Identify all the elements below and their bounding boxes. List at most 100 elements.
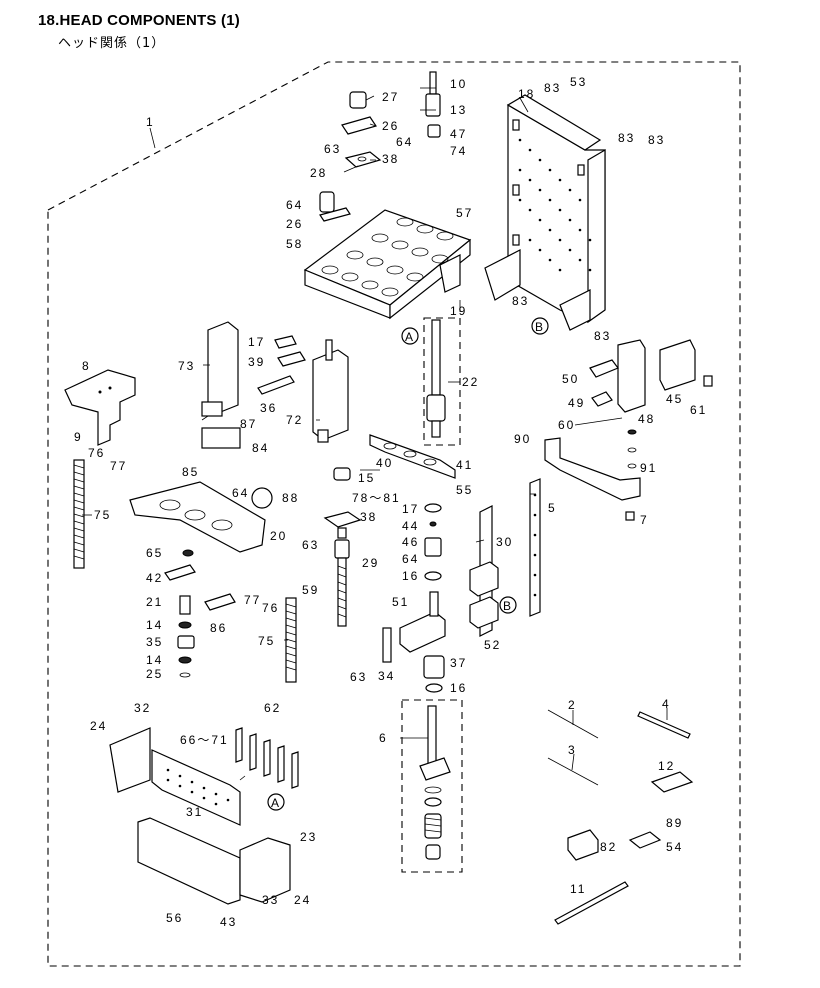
page-subtitle: ヘッド関係（1） — [58, 36, 166, 51]
part-label-19: 19 — [450, 304, 467, 318]
cylinders-illustration — [201, 321, 349, 443]
part-label-82: 82 — [600, 840, 617, 854]
part-label-60: 60 — [558, 418, 575, 432]
callout-a-top: A — [401, 327, 419, 345]
part-label-14a: 14 — [146, 618, 163, 632]
part-label-43: 43 — [220, 915, 237, 929]
part-label-16b: 16 — [450, 681, 467, 695]
part-label-50: 50 — [562, 372, 579, 386]
part-label-32: 32 — [134, 701, 151, 715]
part-label-55: 55 — [456, 483, 473, 497]
part-label-9: 9 — [74, 430, 83, 444]
part-label-86: 86 — [210, 621, 227, 635]
part-label-14b: 14 — [146, 653, 163, 667]
part-label-44: 44 — [402, 519, 419, 533]
part-label-83c: 83 — [648, 133, 665, 147]
part-label-88: 88 — [282, 491, 299, 505]
part-label-61: 61 — [690, 403, 707, 417]
spline-shaft-illustration — [423, 317, 461, 446]
part-label-38b: 38 — [360, 510, 377, 524]
part-label-83e: 83 — [594, 329, 611, 343]
part-label-65: 65 — [146, 546, 163, 560]
part-label-45: 45 — [666, 392, 683, 406]
part-label-64c: 64 — [232, 486, 249, 500]
part-label-17b: 17 — [402, 502, 419, 516]
part-label-27: 27 — [382, 90, 399, 104]
part-label-22: 22 — [462, 375, 479, 389]
callout-a-bottom-label: A — [271, 796, 281, 810]
upper-small-parts — [319, 71, 441, 222]
center-stack-parts — [382, 503, 446, 693]
part-label-12: 12 — [658, 759, 675, 773]
part-label-13: 13 — [450, 103, 467, 117]
part-label-18: 18 — [518, 87, 535, 101]
part-label-51: 51 — [392, 595, 409, 609]
center-column-parts — [323, 434, 456, 627]
part-label-16a: 16 — [402, 569, 419, 583]
air-cylinder-illustration — [544, 339, 713, 521]
part-label-2: 2 — [568, 698, 577, 712]
part-label-89: 89 — [666, 816, 683, 830]
part-label-48: 48 — [638, 412, 655, 426]
part-label-62: 62 — [264, 701, 281, 715]
callout-b-top-label: B — [535, 320, 545, 334]
part-label-37: 37 — [450, 656, 467, 670]
callout-b-mid-label: B — [503, 599, 513, 613]
part-label-78-81: 78〜81 — [352, 491, 401, 505]
callout-b-mid: B — [499, 596, 517, 614]
part-label-63b: 63 — [302, 538, 319, 552]
part-label-11: 11 — [570, 882, 586, 896]
part-label-41: 41 — [456, 458, 473, 472]
part-label-26a: 26 — [382, 119, 399, 133]
part-label-29: 29 — [362, 556, 379, 570]
part-label-84: 84 — [252, 441, 269, 455]
part-label-30: 30 — [496, 535, 513, 549]
part-label-83a: 83 — [544, 81, 561, 95]
part-label-3: 3 — [568, 743, 577, 757]
part-label-76a: 76 — [88, 446, 105, 460]
part-label-49: 49 — [568, 396, 585, 410]
left-bracket-illustration — [64, 369, 136, 446]
head-plate-illustration — [484, 94, 606, 331]
part-label-20: 20 — [270, 529, 287, 543]
part-label-87: 87 — [240, 417, 257, 431]
part-label-83d: 83 — [512, 294, 529, 308]
part-number-labels: 1 2 3 4 5 6 7 8 9 10 11 12 13 14 14 15 1… — [74, 75, 707, 929]
part-label-90: 90 — [514, 432, 531, 446]
callout-a-top-label: A — [405, 330, 415, 344]
part-label-38a: 38 — [382, 152, 399, 166]
part-label-42: 42 — [146, 571, 163, 585]
nozzle-assembly-illustration — [401, 699, 463, 873]
part-label-77a: 77 — [110, 459, 127, 473]
assembly-boundary — [47, 61, 741, 967]
part-label-17a: 17 — [248, 335, 265, 349]
lower-left-brackets-illustration — [109, 727, 299, 905]
part-label-54: 54 — [666, 840, 683, 854]
part-label-1: 1 — [146, 115, 155, 129]
part-label-64d: 64 — [402, 552, 419, 566]
part-label-83b: 83 — [618, 131, 635, 145]
part-label-4: 4 — [662, 697, 671, 711]
part-label-64a: 64 — [396, 135, 413, 149]
part-label-35: 35 — [146, 635, 163, 649]
part-label-34: 34 — [378, 669, 395, 683]
part-label-52: 52 — [484, 638, 501, 652]
callout-b-top: B — [531, 317, 549, 335]
linear-guide-illustration — [469, 478, 541, 637]
part-label-85: 85 — [182, 465, 199, 479]
part-label-63a: 63 — [324, 142, 341, 156]
lower-right-parts-illustration — [547, 709, 694, 925]
part-label-36: 36 — [260, 401, 277, 415]
part-label-7: 7 — [640, 513, 649, 527]
part-label-21: 21 — [146, 595, 163, 609]
part-label-10: 10 — [450, 77, 467, 91]
part-label-59: 59 — [302, 583, 319, 597]
part-label-53: 53 — [570, 75, 587, 89]
page-title: 18.HEAD COMPONENTS (1) — [38, 12, 240, 29]
part-label-73: 73 — [178, 359, 195, 373]
part-label-31: 31 — [186, 805, 203, 819]
part-label-25: 25 — [146, 667, 163, 681]
part-label-24b: 24 — [294, 893, 311, 907]
part-label-77b: 77 — [244, 593, 261, 607]
part-label-6: 6 — [379, 731, 388, 745]
